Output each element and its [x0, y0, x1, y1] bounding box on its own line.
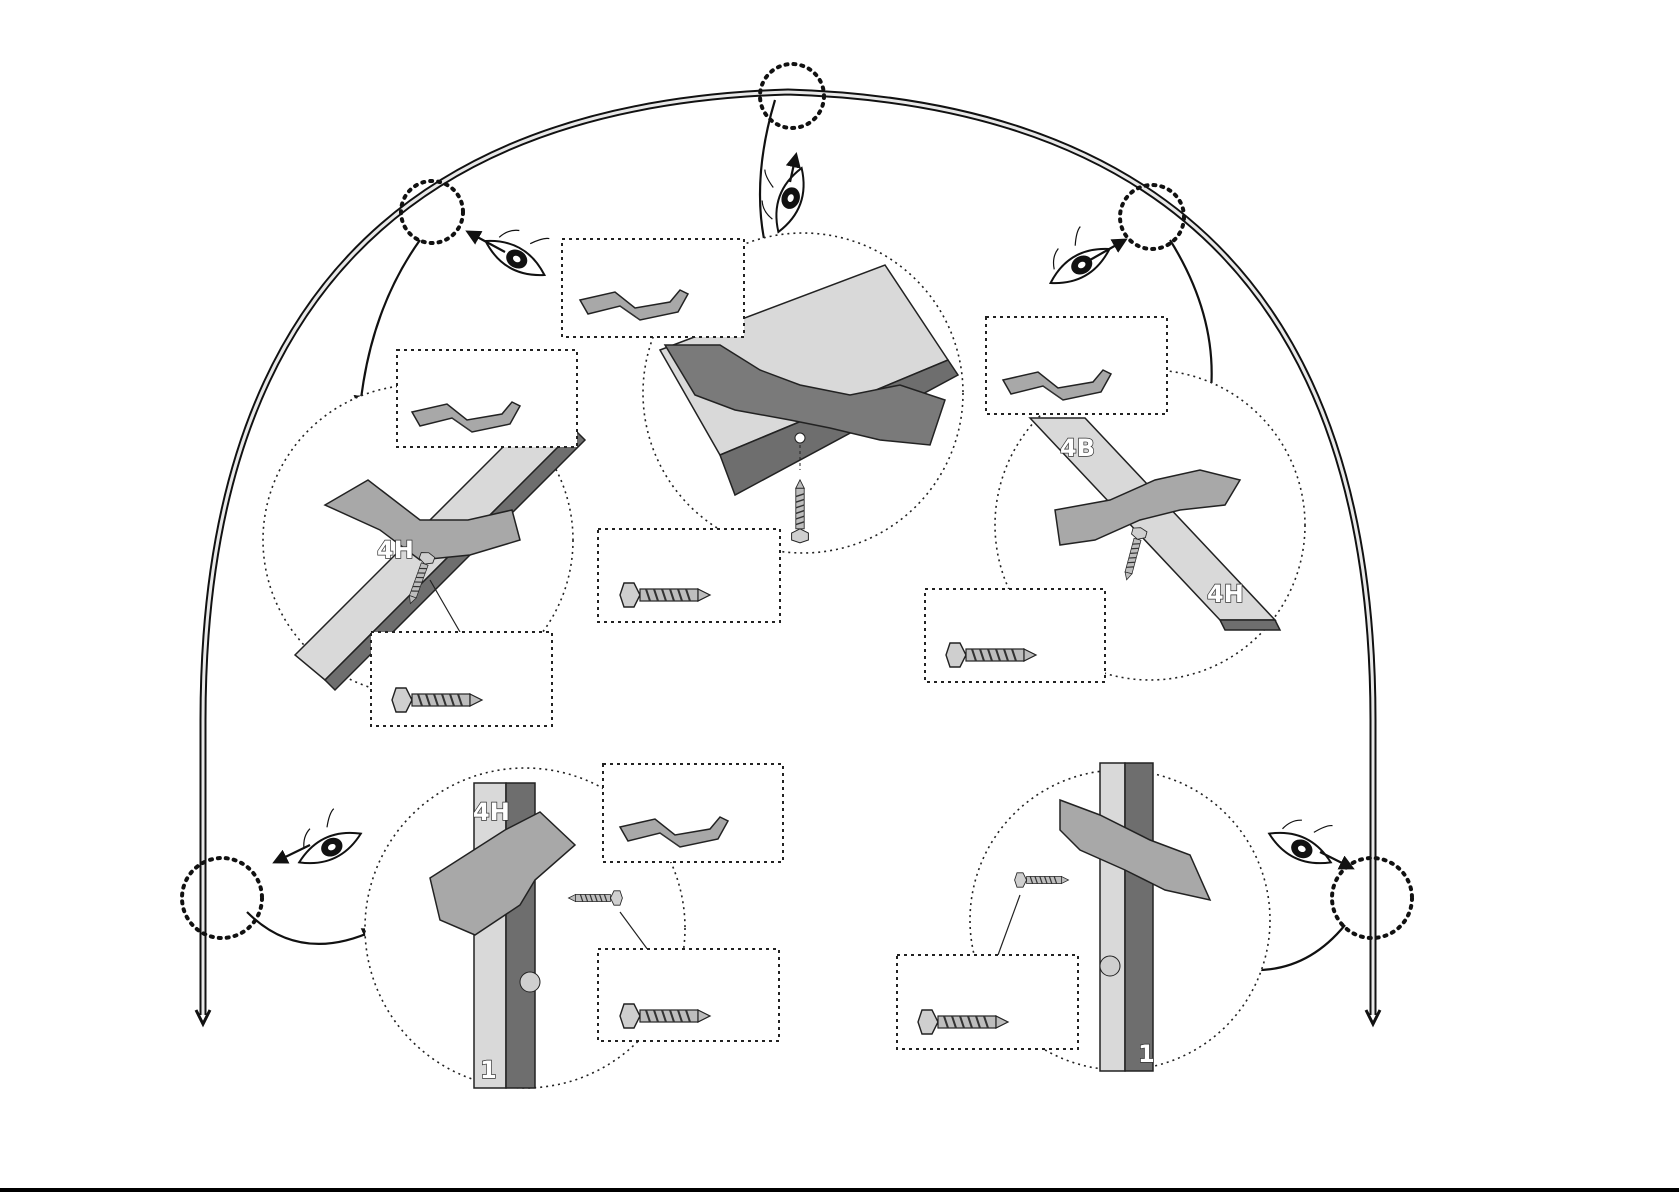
part-label: 4B: [1060, 434, 1095, 462]
part-label: 4H: [1207, 580, 1244, 608]
eye-icon: [285, 803, 366, 873]
part-label: 4H: [473, 798, 510, 826]
detail-upper-right: 4B 4H: [925, 317, 1305, 682]
eye-icon: [1265, 803, 1346, 873]
bottom-rule: [0, 1188, 1679, 1192]
part-label: 1: [480, 1056, 497, 1084]
part-label: 4H: [377, 536, 414, 564]
eye-icon: [746, 156, 812, 235]
detail-top-center: [562, 233, 963, 622]
detail-lower-left: 4H 1: [365, 764, 783, 1088]
detail-upper-left: 4H: [263, 350, 585, 726]
detail-lower-right: 1: [897, 763, 1270, 1071]
eye-icon: [1034, 220, 1115, 293]
part-label: 1: [1138, 1040, 1155, 1068]
hotspot-lower-left: [182, 858, 262, 938]
arrow-icon: [247, 912, 375, 944]
eye-icon: [480, 212, 561, 285]
